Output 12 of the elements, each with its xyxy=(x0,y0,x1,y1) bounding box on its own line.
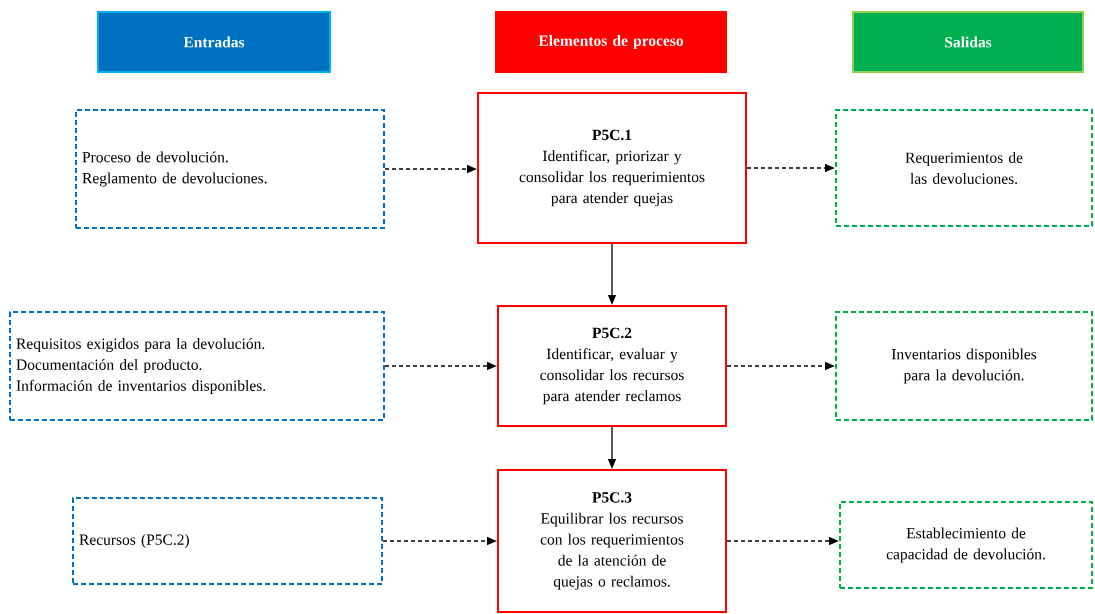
process-box: P5C.1 Identificar, priorizar y consolidar los requerimientos para atender quejas xyxy=(477,92,747,244)
column-header: Entradas xyxy=(97,11,331,73)
output-box: Inventarios disponibles para la devolución. xyxy=(835,311,1093,421)
output-box: Requerimientos de las devoluciones. xyxy=(835,109,1093,227)
input-box: Recursos (P5C.2) xyxy=(72,497,383,585)
output-box: Establecimiento de capacidad de devolución. xyxy=(839,501,1093,589)
column-header: Salidas xyxy=(852,11,1084,73)
input-box: Proceso de devolución. Reglamento de devoluciones. xyxy=(75,109,385,229)
process-box: P5C.2 Identificar, evaluar y consolidar los recursos para atender reclamos xyxy=(497,305,727,427)
column-header: Elementos de proceso xyxy=(495,11,727,73)
input-box: Requisitos exigidos para la devolución. Documentación del producto. Información de inventarios disponibles. xyxy=(9,311,385,421)
process-box: P5C.3 Equilibrar los recursos con los requerimientos de la atención de quejas o reclamos. xyxy=(497,469,727,613)
